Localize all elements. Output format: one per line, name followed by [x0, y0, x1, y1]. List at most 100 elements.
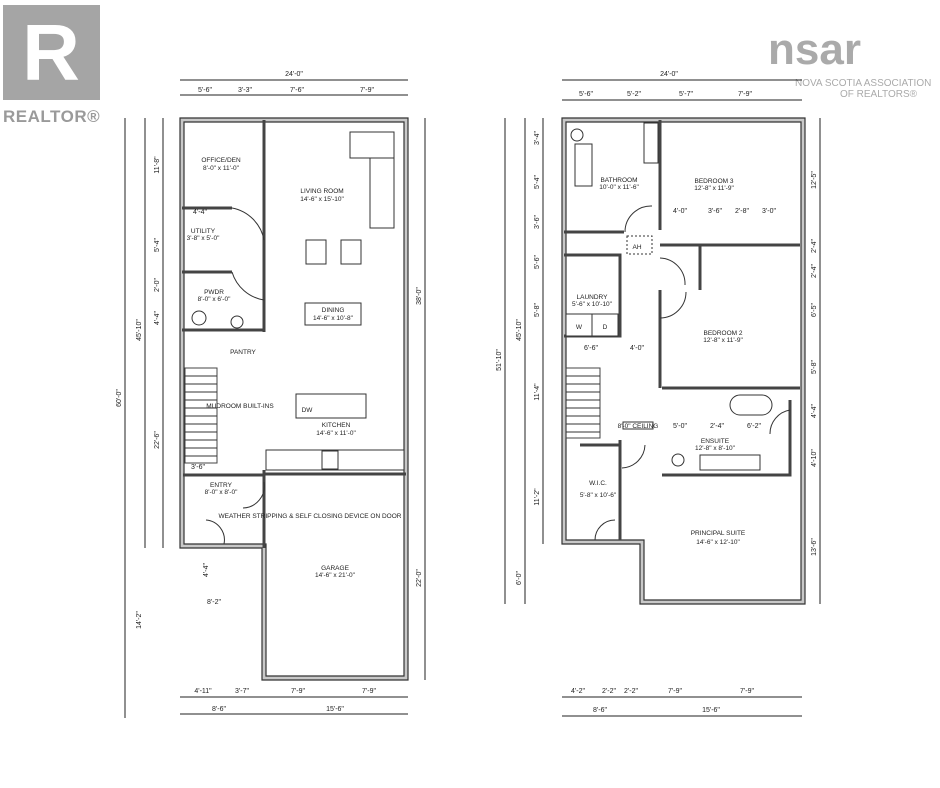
dimension-label: 4'-11" — [194, 688, 212, 695]
plan-drawing-mark — [321, 450, 339, 470]
room-label: 8'-0" x 8'-0" — [205, 489, 238, 496]
dimension-label: 5'-4" — [534, 175, 541, 189]
dimension-label: 3'-6" — [708, 208, 722, 215]
plan-drawing-mark — [561, 117, 806, 605]
plan-drawing-mark — [304, 302, 362, 326]
room-label: ENTRY — [210, 482, 233, 489]
room-label: GARAGE — [321, 565, 349, 572]
plan-label: OF REALTORS® — [840, 89, 918, 100]
room-label: W.I.C. — [589, 480, 607, 487]
dimension-label: 8'-2" — [207, 599, 221, 606]
dimension-label: 4'-4" — [193, 209, 207, 216]
plan-drawing-mark — [570, 128, 584, 142]
plan-label: MUDROOM BUILT-INS — [206, 403, 274, 410]
plan-drawing-mark — [643, 122, 659, 164]
room-label: PANTRY — [230, 349, 256, 356]
dimension-label: 6'-0" — [516, 571, 523, 585]
dimension-label: 5'-0" — [673, 423, 687, 430]
room-label: 14'-6" x 11'-0" — [316, 430, 356, 437]
dimension-label: 11'-8" — [154, 156, 161, 174]
dimension-label: 5'-8" — [534, 303, 541, 317]
plan-drawing-mark — [230, 315, 244, 329]
upper-floor-plan: 24'-0" 5'-6" 5'-2" 5'-7" 7'-9" W D AH 8'… — [496, 71, 821, 717]
dimension-label: 3'-3" — [238, 87, 252, 94]
dimension-label: 45'-10" — [516, 319, 523, 341]
plan-drawing-mark — [622, 421, 654, 430]
plan-drawing-mark — [564, 120, 800, 540]
dimension-label: 6'-5" — [811, 303, 818, 317]
room-label: 3'-8" x 5'-0" — [187, 235, 220, 242]
plan-drawing-mark — [671, 453, 685, 467]
plan-label: D — [603, 324, 608, 331]
plan-drawing-mark — [191, 310, 207, 326]
plan-label: DW — [302, 407, 314, 414]
stairs — [565, 367, 601, 439]
dimension-label: 4'-4" — [811, 404, 818, 418]
dimension-label: 7'-6" — [290, 87, 304, 94]
plan-label: NOVA SCOTIA ASSOCIATION — [795, 78, 931, 89]
plan-label: W — [576, 324, 583, 331]
dimension-label: 4'-0" — [630, 345, 644, 352]
room-label: 12'-8" x 11'-9" — [703, 337, 743, 344]
dimension-label: 7'-9" — [362, 688, 376, 695]
room-label: BEDROOM 3 — [694, 178, 733, 185]
stairs — [184, 367, 218, 464]
washer-dryer: W D — [565, 313, 619, 337]
dimension-label: 3'-6" — [191, 464, 205, 471]
dimension-label: 5'-2" — [627, 91, 641, 98]
plan-label: 24'-0" — [285, 71, 303, 78]
dimension-label: 3'-7" — [235, 688, 249, 695]
plan-drawing-mark: R — [22, 8, 80, 97]
dimension-label: 5'-6" — [534, 255, 541, 269]
dimension-label: 12'-5" — [811, 171, 818, 189]
plan-label: WEATHER STRIPPING & SELF CLOSING DEVICE … — [219, 513, 402, 520]
plan-drawing-mark — [699, 454, 761, 471]
dimension-label: 2'-2" — [624, 688, 638, 695]
room-label: BATHROOM — [600, 177, 637, 184]
dimension-label: 3'-4" — [534, 131, 541, 145]
dimension-label: 51'-10" — [496, 349, 503, 371]
dimension-label: 60'-0" — [116, 389, 123, 407]
room-label: PWDR — [204, 289, 224, 296]
plan-drawing-mark — [182, 120, 406, 548]
dimension-label: 11'-4" — [534, 383, 541, 401]
dimension-label: 45'-10" — [136, 319, 143, 341]
room-label: 5'-8" x 10'-6" — [580, 492, 617, 499]
plan-label: 8'-0" CEILING — [618, 423, 659, 430]
room-label: KITCHEN — [322, 422, 351, 429]
dimension-label: 4'-0" — [673, 208, 687, 215]
room-label: DINING — [322, 307, 345, 314]
dimension-label: 4'-10" — [811, 449, 818, 467]
plan-drawing-mark — [340, 239, 362, 265]
realtor-logo: R REALTOR® — [3, 5, 100, 126]
plan-drawing-mark — [626, 235, 653, 255]
room-label: LIVING ROOM — [300, 188, 343, 195]
room-label: 12'-8" x 11'-9" — [694, 185, 734, 192]
room-label: 14'-6" x 15'-10" — [300, 196, 344, 203]
plan-label: REALTOR® — [3, 107, 100, 126]
dimension-label: 5'-6" — [579, 91, 593, 98]
plan-drawing-mark — [369, 157, 395, 229]
room-label: 10'-0" x 11'-6" — [599, 184, 639, 191]
dimension-label: 7'-9" — [668, 688, 682, 695]
room-label: ENSUITE — [701, 438, 730, 445]
dimension-label: 14'-2" — [136, 611, 143, 629]
plan-drawing-mark — [594, 205, 791, 541]
dimension-label: 5'-6" — [198, 87, 212, 94]
dimension-label: 38'-0" — [416, 287, 423, 305]
room-label: 14'-6" x 10'-8" — [313, 315, 354, 322]
plan-drawing-mark — [591, 313, 619, 337]
dimension-label: 5'-4" — [154, 238, 161, 252]
dimension-label: 5'-7" — [679, 91, 693, 98]
dimension-label: 7'-9" — [291, 688, 305, 695]
dimension-label: 13'-6" — [811, 538, 818, 556]
dimension-label: 4'-4" — [154, 311, 161, 325]
plan-drawing-mark — [205, 207, 265, 545]
dimension-label: 4'-4" — [203, 563, 210, 577]
dimension-label: 3'-0" — [762, 208, 776, 215]
room-label: 14'-6" x 21'-0" — [315, 572, 356, 579]
dimension-label: 6'-6" — [584, 345, 598, 352]
dimension-label: 4'-2" — [571, 688, 585, 695]
room-label: 8'-0" x 6'-0" — [198, 296, 231, 303]
